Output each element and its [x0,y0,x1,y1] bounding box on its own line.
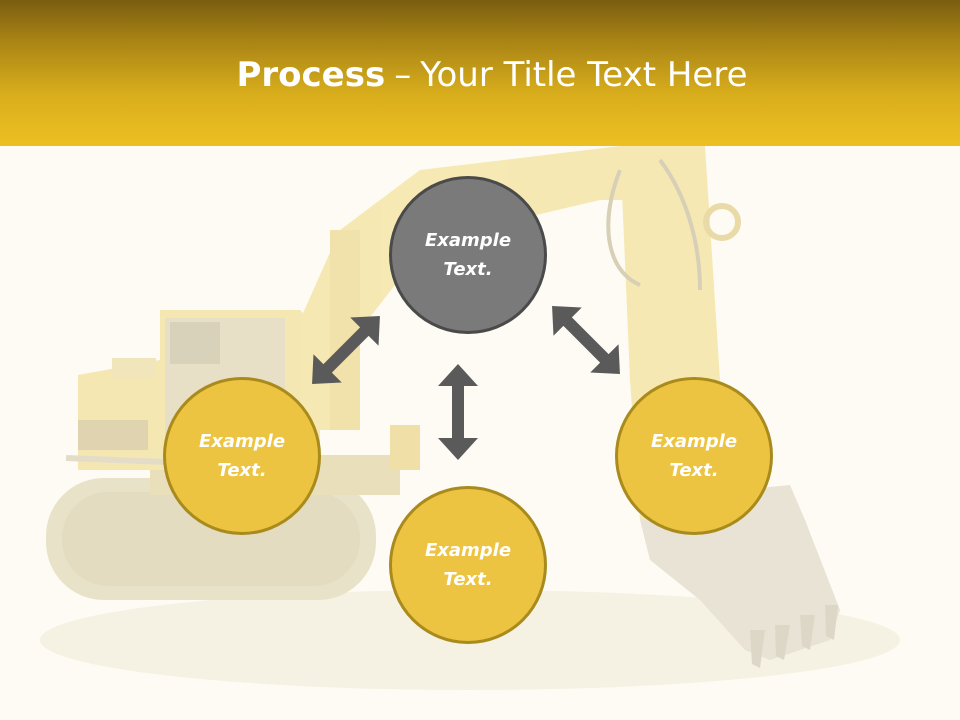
node-top-label: Example Text. [424,230,512,280]
title-dash: – [394,55,412,95]
node-left-label: Example Text. [198,431,286,481]
node-bottom: Example Text. [389,486,547,644]
node-top: Example Text. [389,176,547,334]
slide-title: Process–Your Title Text Here [0,50,960,100]
double-arrow-top-right [552,306,620,374]
double-arrow-vertical [438,364,478,460]
title-bold: Process [236,55,386,95]
node-right: Example Text. [615,377,773,535]
node-left: Example Text. [163,377,321,535]
title-bar: Process–Your Title Text Here [0,0,960,146]
title-rest: Your Title Text Here [420,55,748,95]
node-bottom-label: Example Text. [424,540,512,590]
node-right-label: Example Text. [650,431,738,481]
double-arrow-top-left [312,316,380,384]
